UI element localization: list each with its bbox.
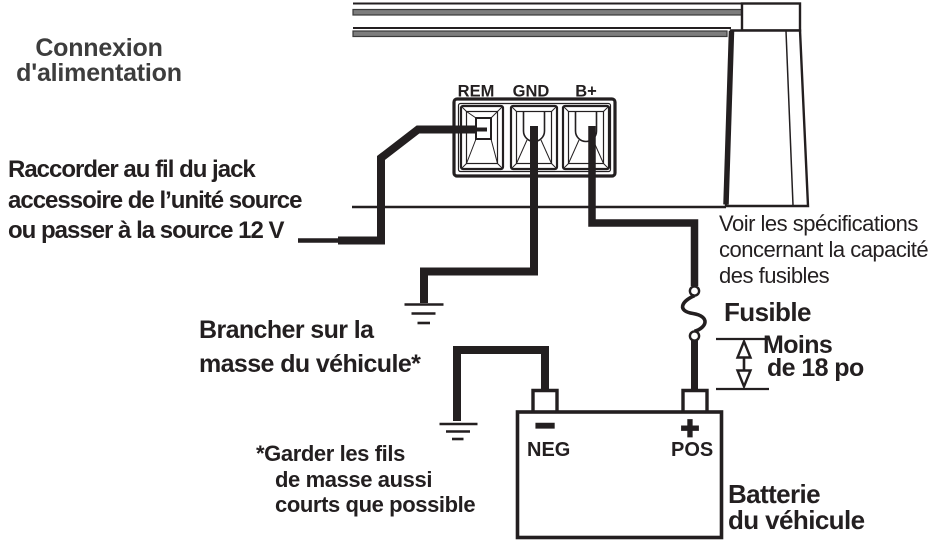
chassis-ground-note: Brancher sur la masse du véhicule* [199,316,421,378]
short-ground-wires-note: *Garder les fils de masse aussi courts q… [256,441,476,517]
page-title: Connexion d'alimentation [4,36,194,86]
fuse-symbol [680,285,707,342]
battery-neg-wire [453,346,549,421]
fuse-label: Fusible [724,297,811,327]
plus-icon: + [681,410,700,446]
battery-label: Batterie du véhicule [728,479,865,535]
amplifier-edge [352,2,810,209]
remote-wire-note: Raccorder au fil du jack accessoire de l… [8,156,302,244]
battery [515,388,724,540]
battery-pos-post [681,388,709,414]
battery-neg-label: NEG [527,439,570,461]
ground-symbol-battery [439,422,478,441]
battery-neg-post [531,388,559,414]
battery-pos-wire [588,126,699,390]
page-title-line2: d'alimentation [16,59,182,87]
amp-end-cap-top [740,2,802,32]
battery-body [515,410,724,540]
wire-length-note: Moins de 18 po [763,331,864,382]
ground-symbol-amp [404,303,444,325]
fuse-spec-note: Voir les spécifications concernant la ca… [719,211,929,288]
remote-wire [298,125,487,245]
amp-end-cap [724,29,810,208]
gnd-terminal-label: GND [513,83,550,101]
length-dimension-arrow [716,337,769,391]
battery-pos-label: POS [671,439,713,461]
minus-icon: − [535,407,555,445]
rem-terminal-label: REM [458,83,495,101]
bplus-terminal-label: B+ [575,83,597,101]
ground-wire [420,126,538,303]
page-title-line1: Connexion [35,34,163,62]
bplus-terminal [561,104,611,171]
